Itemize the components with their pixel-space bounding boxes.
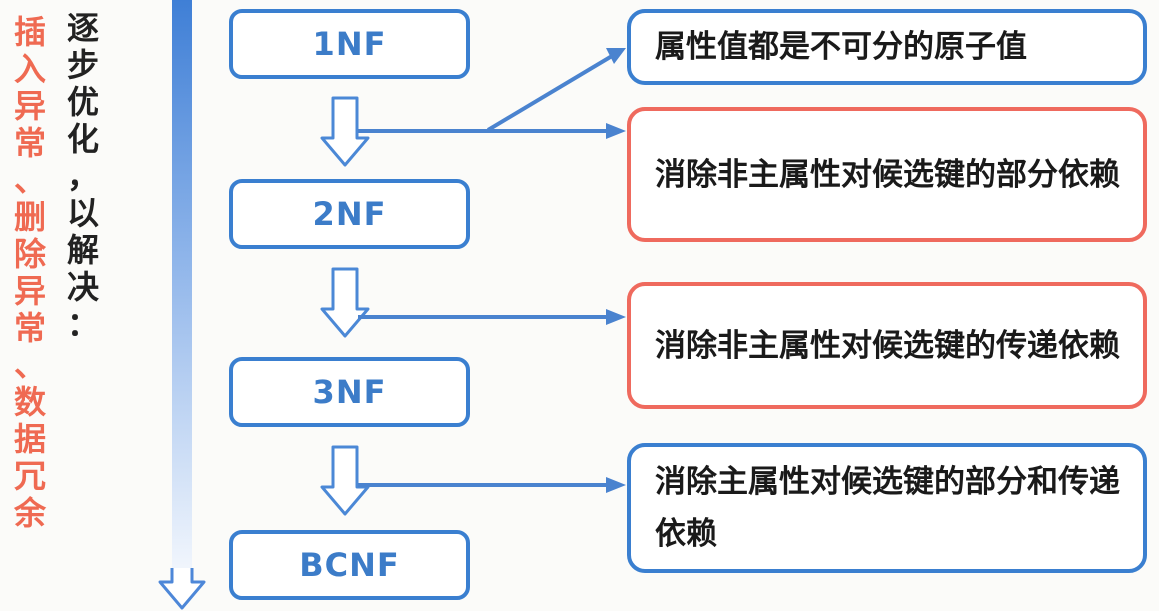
connector-to-desc-1 — [486, 48, 626, 132]
anomaly-caption-char: 常 — [14, 124, 47, 162]
anomaly-caption-char: 除 — [14, 235, 47, 273]
optimization-caption: 逐步优化，以解决： — [67, 10, 99, 343]
down-arrow-icon-1 — [320, 96, 370, 167]
optimization-caption-char: ： — [67, 305, 100, 343]
anomaly-caption-char: 、 — [14, 161, 47, 199]
anomaly-caption-char: 异 — [14, 87, 47, 125]
optimization-caption-char: 化 — [67, 120, 100, 158]
anomaly-caption-char: 入 — [14, 50, 47, 88]
optimization-caption-char: 逐 — [67, 9, 100, 47]
optimization-caption-char: 决 — [67, 268, 100, 306]
desc-box-bcnf: 消除主属性对候选键的部分和传递依赖 — [627, 443, 1147, 573]
optimization-caption-char: 优 — [67, 83, 100, 121]
desc-text-1nf: 属性值都是不可分的原子值 — [655, 29, 1027, 65]
desc-text-bcnf: 消除主属性对候选键的部分和传递依赖 — [655, 464, 1120, 552]
progress-bar — [172, 0, 192, 576]
desc-box-2nf: 消除非主属性对候选键的部分依赖 — [627, 107, 1147, 242]
optimization-caption-char: ， — [67, 157, 100, 195]
anomaly-caption-char: 、 — [14, 346, 47, 384]
anomaly-caption-char: 数 — [14, 383, 47, 421]
desc-box-3nf: 消除非主属性对候选键的传递依赖 — [627, 282, 1147, 409]
connector-to-desc-2 — [358, 123, 626, 139]
desc-text-2nf: 消除非主属性对候选键的部分依赖 — [655, 156, 1120, 193]
optimization-caption-char: 以 — [67, 194, 100, 232]
progress-arrow-head-icon — [158, 568, 206, 610]
form-box-2nf: 2NF — [229, 179, 470, 249]
anomaly-caption-char: 冗 — [14, 457, 47, 495]
anomaly-caption: 插入异常、删除异常、数据冗余 — [14, 14, 46, 532]
form-box-bcnf: BCNF — [229, 530, 470, 600]
desc-box-1nf: 属性值都是不可分的原子值 — [627, 9, 1147, 85]
down-arrow-icon-2 — [320, 267, 370, 338]
connector-to-desc-3 — [358, 309, 626, 325]
desc-text-3nf: 消除非主属性对候选键的传递依赖 — [655, 327, 1120, 364]
anomaly-caption-char: 常 — [14, 309, 47, 347]
anomaly-caption-char: 插 — [14, 13, 47, 51]
form-box-3nf: 3NF — [229, 357, 470, 427]
down-arrow-icon-3 — [320, 445, 370, 516]
anomaly-caption-char: 余 — [14, 494, 47, 532]
form-box-1nf: 1NF — [229, 9, 470, 79]
anomaly-caption-char: 据 — [14, 420, 47, 458]
connector-to-desc-4 — [358, 477, 626, 493]
anomaly-caption-char: 删 — [14, 198, 47, 236]
anomaly-caption-char: 异 — [14, 272, 47, 310]
optimization-caption-char: 步 — [67, 46, 100, 84]
optimization-caption-char: 解 — [67, 231, 100, 269]
